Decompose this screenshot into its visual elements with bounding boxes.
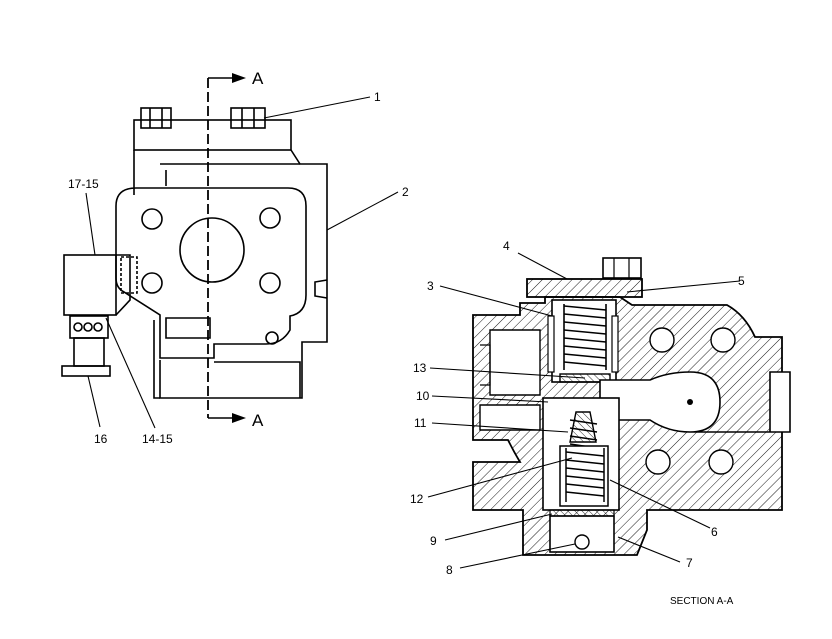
callout-3: 3 — [427, 279, 434, 293]
callout-1: 1 — [374, 90, 381, 104]
section-marker-bottom: A — [252, 411, 264, 430]
valve-body-elevation — [115, 107, 328, 399]
callout-12: 12 — [410, 492, 424, 506]
top-bolts — [133, 107, 292, 151]
callout-14-15: 14-15 — [142, 432, 173, 446]
callout-4: 4 — [503, 239, 510, 253]
callout-9: 9 — [430, 534, 437, 548]
callout-7: 7 — [686, 556, 693, 570]
side-fitting — [61, 254, 138, 377]
callout-8: 8 — [446, 563, 453, 577]
callout-11: 11 — [414, 416, 427, 430]
callout-2: 2 — [402, 185, 409, 199]
callout-5: 5 — [738, 274, 745, 288]
poppet-spring — [569, 411, 598, 449]
section-marker-top: A — [252, 69, 264, 88]
cap-plate — [526, 278, 643, 298]
lower-spring — [559, 445, 609, 507]
upper-spring — [563, 304, 607, 370]
callout-6: 6 — [711, 525, 718, 539]
section-line-a-a: A A — [207, 69, 264, 430]
cap-bolt — [602, 257, 642, 279]
callout-17-15: 17-15 — [68, 177, 99, 191]
section-caption: SECTION A-A — [670, 596, 734, 607]
callout-16: 16 — [94, 432, 108, 446]
section-view — [472, 257, 791, 556]
callout-10: 10 — [416, 389, 430, 403]
leader-lines-left — [85, 96, 399, 429]
leader-lines-right — [427, 252, 741, 569]
callout-labels: 1 2 17-15 14-15 16 4 3 5 13 10 11 12 6 9… — [68, 90, 745, 607]
callout-13: 13 — [413, 361, 427, 375]
